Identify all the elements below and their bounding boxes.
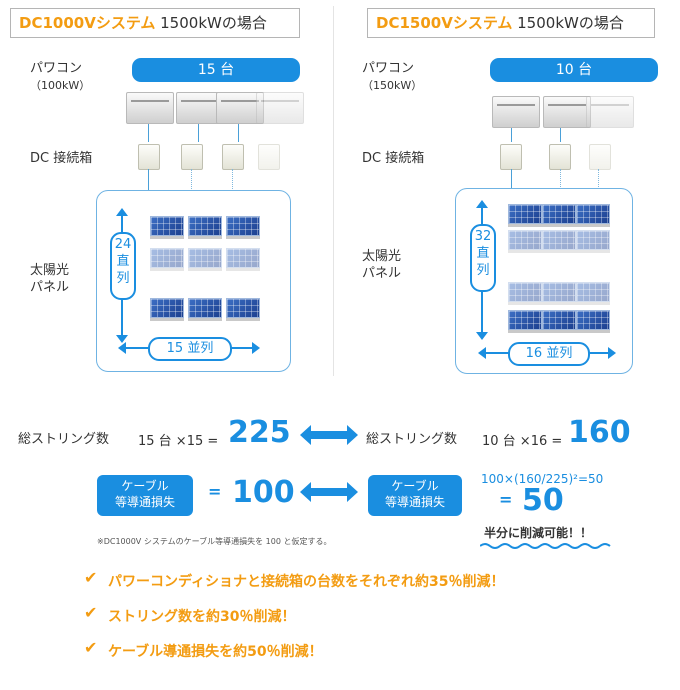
left-strings-calc: 15 台 ×15 = (138, 434, 219, 449)
solar-panel-icon (542, 310, 576, 330)
junction-box-icon (258, 144, 280, 170)
right-strings-calc: 10 台 ×16 = (482, 434, 563, 449)
solar-panel-icon (576, 204, 610, 224)
solar-panel-icon (542, 204, 576, 224)
solar-panel-icon (576, 310, 610, 330)
left-inverter-label: パワコン （100kW） (30, 61, 91, 92)
double-arrow-icon (300, 425, 358, 445)
right-inverter-label: パワコン （150kW） (362, 61, 423, 92)
solar-panel-icon (150, 298, 184, 318)
left-title: DC1000Vシステム 1500kWの場合 (10, 8, 300, 38)
right-strings-label: 総ストリング数 (366, 432, 458, 447)
right-title: DC1500Vシステム 1500kWの場合 (367, 8, 655, 38)
right-inverter-count: 10 台 (490, 58, 658, 82)
solar-panel-icon (150, 248, 184, 268)
inverter-icon (543, 96, 591, 128)
solar-panel-icon (542, 282, 576, 302)
solar-panel-icon (188, 248, 222, 268)
left-cable-label: ケーブル 等導通損失 (97, 475, 193, 516)
right-cable-eq: = (499, 490, 513, 509)
right-cable-value: 50 (522, 483, 564, 518)
right-series-count: 32 直 列 (470, 224, 496, 292)
junction-box-icon (500, 144, 522, 170)
solar-panel-icon (542, 230, 576, 250)
solar-panel-icon (188, 298, 222, 318)
right-strings-value: 160 (568, 415, 631, 450)
junction-box-icon (222, 144, 244, 170)
solar-panel-icon (226, 248, 260, 268)
right-cable-label: ケーブル 等導通損失 (368, 475, 462, 516)
solar-panel-icon (508, 282, 542, 302)
bullet-3: ケーブル導通損失を約50％削減！ (108, 644, 323, 660)
junction-box-icon (549, 144, 571, 170)
wave-underline (480, 543, 611, 549)
double-arrow-icon (300, 482, 358, 502)
left-dc-label: DC 接続箱 (30, 151, 93, 166)
left-cable-value: 100 (232, 475, 295, 510)
right-formula: 100×(160/225)²=50 (481, 472, 604, 486)
column-divider (333, 6, 334, 376)
solar-panel-icon (226, 216, 260, 236)
left-cable-eq: = (208, 482, 222, 501)
inverter-icon (256, 92, 304, 124)
left-inverter-count: 15 台 (132, 58, 300, 82)
left-note: ※DC1000V システムのケーブル等導通損失を 100 と仮定する。 (97, 537, 332, 546)
check-icon: ✔ (84, 568, 98, 587)
junction-box-icon (589, 144, 611, 170)
inverter-icon (586, 96, 634, 128)
inverter-icon (216, 92, 264, 124)
inverter-icon (126, 92, 174, 124)
solar-panel-icon (576, 230, 610, 250)
solar-panel-icon (576, 282, 610, 302)
right-parallel-count: 16 並列 (508, 342, 590, 366)
half-reduction-text: 半分に削減可能！！ (484, 526, 593, 540)
right-dc-label: DC 接続箱 (362, 151, 425, 166)
solar-panel-icon (508, 310, 542, 330)
junction-box-icon (138, 144, 160, 170)
junction-box-icon (181, 144, 203, 170)
right-panel-label: 太陽光 パネル (362, 249, 402, 281)
solar-panel-icon (188, 216, 222, 236)
inverter-icon (492, 96, 540, 128)
solar-panel-icon (226, 298, 260, 318)
solar-panel-icon (150, 216, 184, 236)
solar-panel-icon (508, 204, 542, 224)
left-series-count: 24 直 列 (110, 232, 136, 300)
left-strings-label: 総ストリング数 (18, 432, 110, 447)
bullet-1: パワーコンディショナと接続箱の台数をそれぞれ約35％削減！ (108, 574, 505, 590)
left-panel-label: 太陽光 パネル (30, 263, 70, 295)
bullet-2: ストリング数を約30％削減！ (108, 609, 296, 625)
solar-panel-icon (508, 230, 542, 250)
left-strings-value: 225 (228, 415, 291, 450)
left-parallel-count: 15 並列 (148, 337, 232, 361)
check-icon: ✔ (84, 603, 98, 622)
check-icon: ✔ (84, 638, 98, 657)
